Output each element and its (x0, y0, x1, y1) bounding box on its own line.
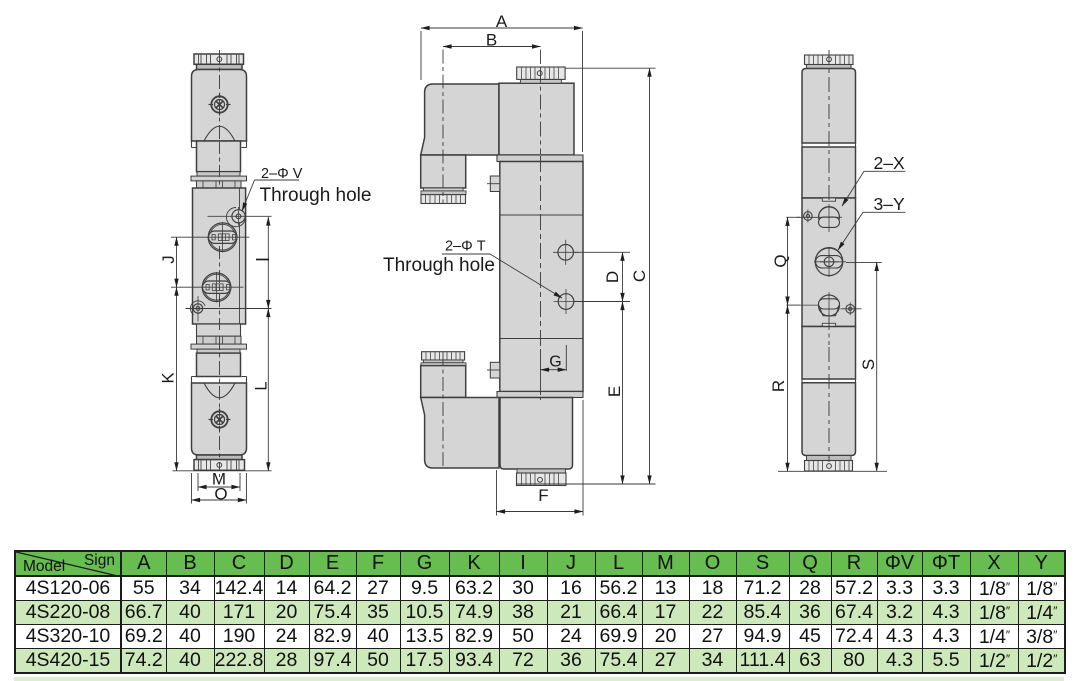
svg-text:A: A (496, 12, 508, 31)
svg-text:I: I (253, 257, 273, 262)
svg-text:M: M (212, 470, 226, 489)
svg-text:2–Φ V: 2–Φ V (261, 166, 303, 182)
svg-text:L: L (253, 381, 271, 390)
svg-text:E: E (605, 386, 624, 397)
svg-text:D: D (603, 271, 622, 283)
svg-text:C: C (630, 270, 649, 282)
svg-text:2–Φ T: 2–Φ T (445, 239, 486, 255)
svg-text:F: F (538, 486, 548, 505)
svg-text:2–X: 2–X (874, 153, 905, 173)
svg-text:3–Y: 3–Y (874, 194, 905, 214)
svg-text:Through hole: Through hole (383, 255, 495, 276)
svg-text:O: O (214, 485, 227, 504)
svg-text:Q: Q (771, 254, 790, 267)
svg-text:S: S (859, 359, 878, 370)
svg-text:R: R (769, 380, 788, 392)
svg-text:K: K (160, 372, 178, 383)
svg-text:B: B (486, 31, 497, 50)
svg-text:Through hole: Through hole (260, 185, 372, 206)
svg-text:G: G (549, 354, 561, 371)
svg-text:J: J (160, 255, 178, 263)
